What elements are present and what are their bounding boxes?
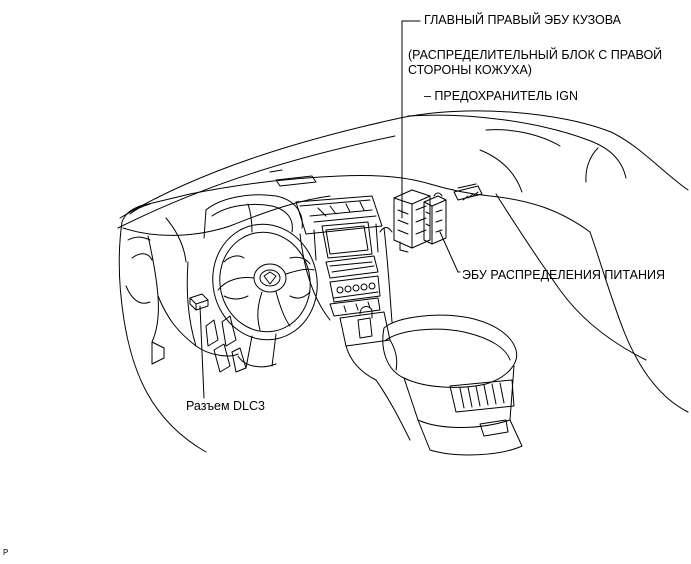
junction-block-label-line1: (РАСПРЕДЕЛИТЕЛЬНЫЙ БЛОК С ПРАВОЙ bbox=[408, 48, 663, 62]
dashboard-top bbox=[121, 169, 689, 413]
center-stack bbox=[295, 195, 393, 323]
instrument-cluster bbox=[203, 194, 303, 239]
leader-power-distribution-ecu bbox=[439, 231, 461, 273]
junction-block-label-line2: СТОРОНЫ КОЖУХА) bbox=[408, 63, 532, 77]
corner-mark: P bbox=[3, 548, 9, 557]
ign-fuse-label: – ПРЕДОХРАНИТЕЛЬ IGN bbox=[424, 89, 578, 103]
leader-lines bbox=[199, 20, 461, 399]
steering-wheel bbox=[212, 223, 318, 369]
power-distribution-ecu-label: ЭБУ РАСПРЕДЕЛЕНИЯ ПИТАНИЯ bbox=[462, 268, 665, 282]
leader-dlc3 bbox=[199, 305, 205, 399]
center-console bbox=[339, 306, 523, 456]
main-body-ecu-shape bbox=[393, 189, 431, 253]
dlc3-connector-label: Разъем DLC3 bbox=[186, 399, 265, 413]
windshield-outline bbox=[117, 110, 689, 229]
power-distribution-ecu-shape bbox=[379, 192, 447, 245]
main-body-ecu-label: ГЛАВНЫЙ ПРАВЫЙ ЭБУ КУЗОВА bbox=[424, 13, 621, 27]
leader-main-body-ecu bbox=[401, 20, 421, 219]
dlc3-connector-shape bbox=[189, 293, 209, 311]
driver-side-panel bbox=[118, 217, 247, 453]
